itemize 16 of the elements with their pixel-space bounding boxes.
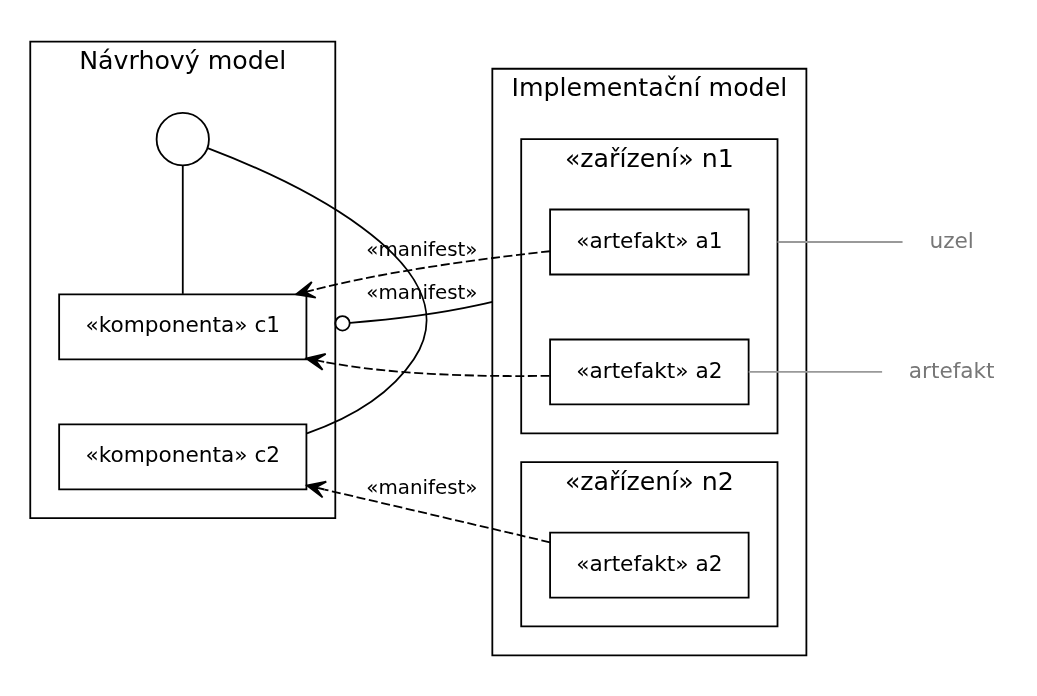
connector (776, 240, 904, 243)
node-text: uzel (929, 227, 974, 253)
node-circle (155, 111, 210, 166)
edge-label: «manifest» (366, 475, 478, 499)
connector (206, 146, 427, 434)
node-text: artefakt (908, 357, 995, 383)
connector (181, 164, 184, 295)
connector (334, 300, 494, 331)
node-box: «komponenta» c2 (58, 422, 308, 490)
node-box: «komponenta» c1 (58, 292, 308, 360)
arrow (305, 480, 551, 543)
node-box: «artefakt» a2 (549, 338, 750, 405)
node-box: «artefakt» a1 (549, 208, 750, 275)
node-box: «artefakt» a2 (549, 531, 750, 598)
connector (747, 370, 883, 373)
arrow (305, 352, 551, 377)
